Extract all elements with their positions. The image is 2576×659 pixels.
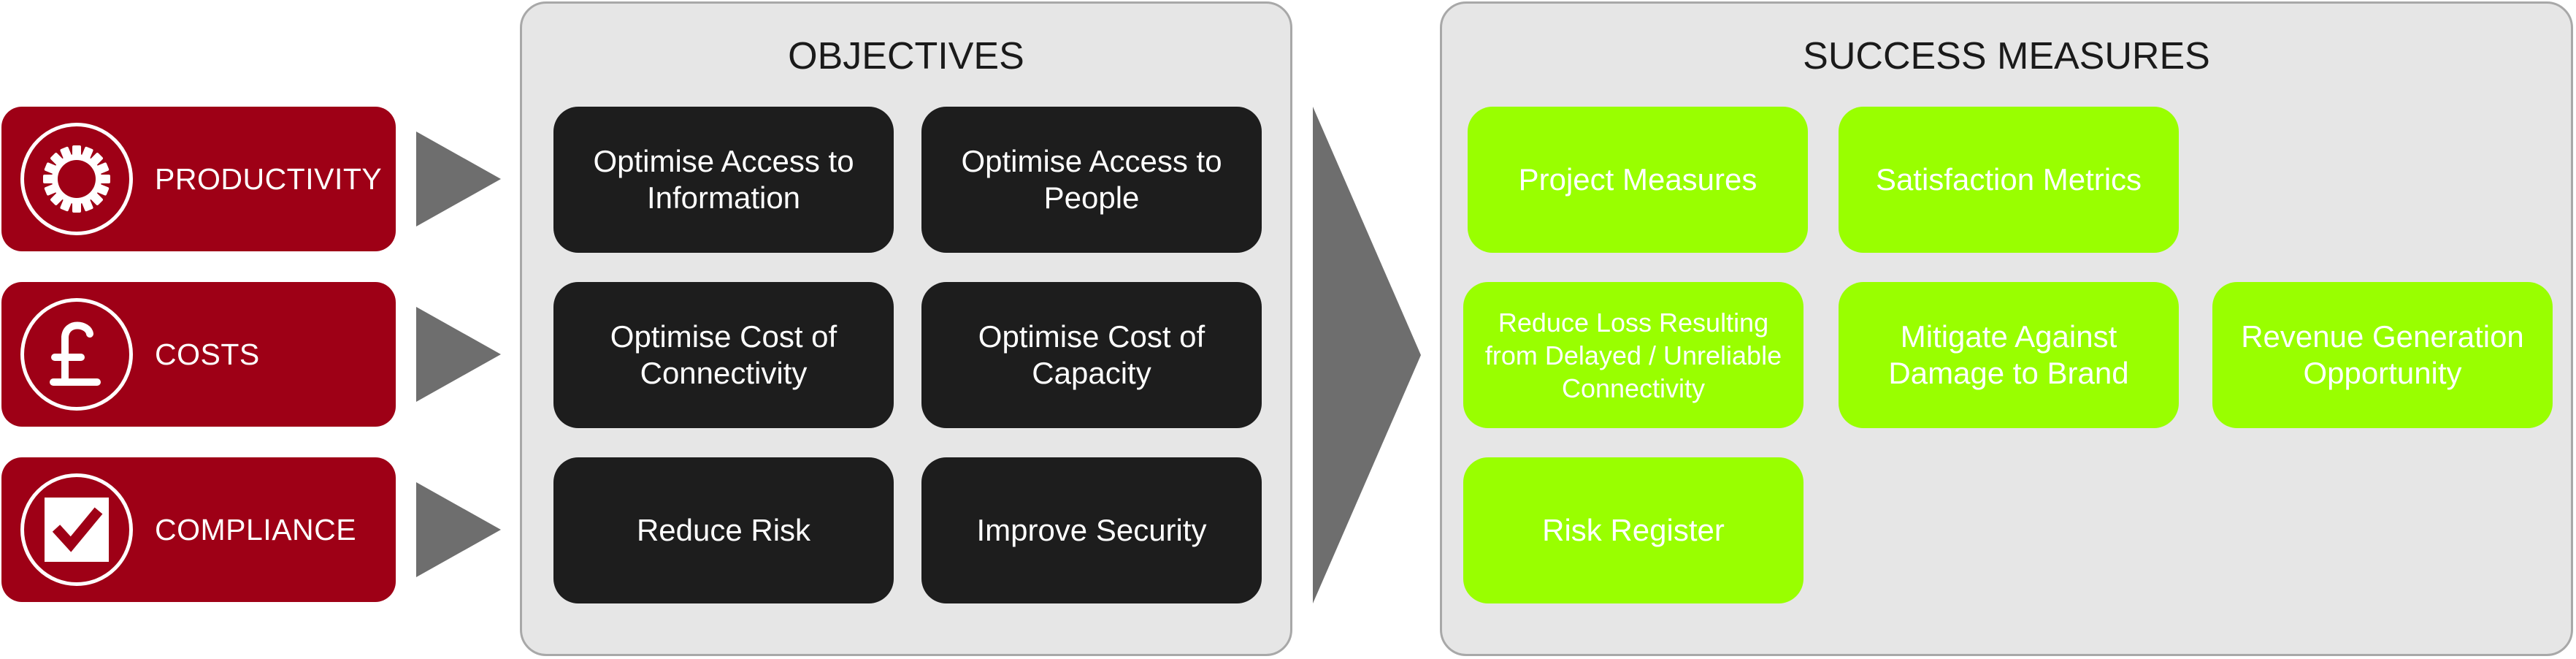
success-measure-box: Mitigate Against Damage to Brand [1839, 282, 2179, 428]
success-measure-box: Satisfaction Metrics [1839, 107, 2179, 253]
objectives-title: OBJECTIVES [788, 35, 1024, 77]
objective-box: Optimise Access to Information [553, 107, 894, 253]
driver-costs: COSTS [1, 282, 396, 427]
driver-productivity: PRODUCTIVITY [1, 107, 396, 251]
objective-box: Improve Security [921, 457, 1262, 603]
objective-box: Optimise Cost of Capacity [921, 282, 1262, 428]
driver-label: PRODUCTIVITY [155, 161, 383, 196]
gear-icon [20, 123, 133, 235]
objective-box: Reduce Risk [553, 457, 894, 603]
checkmark-icon [20, 473, 133, 586]
right-arrow-icon [416, 132, 501, 226]
success-measure-box: Revenue Generation Opportunity [2212, 282, 2553, 428]
driver-compliance: COMPLIANCE [1, 457, 396, 602]
objective-box: Optimise Cost of Connectivity [553, 282, 894, 428]
right-arrow-icon [416, 482, 501, 577]
driver-label: COMPLIANCE [155, 512, 357, 546]
driver-label: COSTS [155, 337, 260, 371]
objective-box: Optimise Access to People [921, 107, 1262, 253]
success-measure-box: Reduce Loss Resulting from Delayed / Unr… [1463, 282, 1803, 428]
right-arrow-icon [416, 307, 501, 402]
large-right-arrow-icon [1313, 107, 1421, 603]
success-measures-title: SUCCESS MEASURES [1803, 35, 2210, 77]
pound-sign-icon [20, 298, 133, 411]
success-measure-box: Risk Register [1463, 457, 1803, 603]
success-measure-box: Project Measures [1468, 107, 1808, 253]
